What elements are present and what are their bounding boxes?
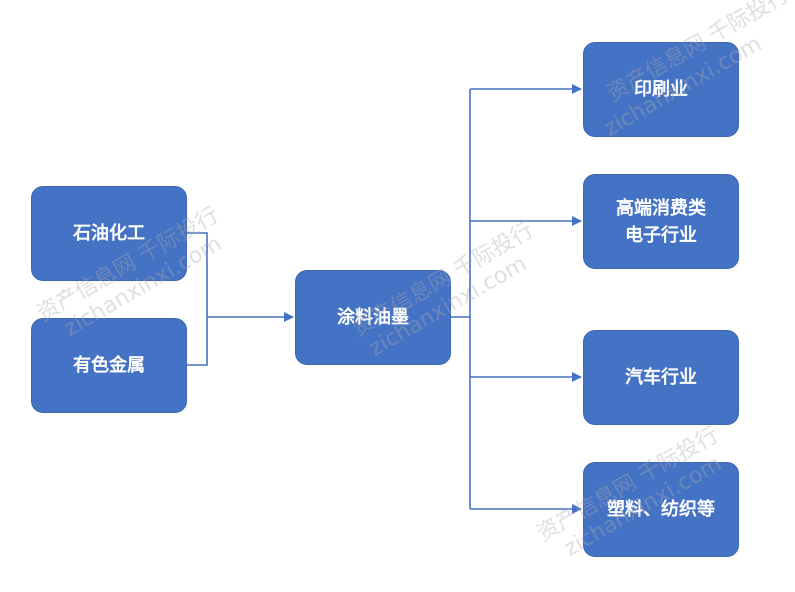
node-label: 有色金属 (73, 355, 145, 376)
node-nonferrous-metals: 有色金属 (31, 318, 187, 413)
connector-youse-to-merge (186, 317, 208, 366)
node-petrochemical: 石油化工 (31, 186, 187, 281)
node-plastics-textiles: 塑料、纺织等 (583, 462, 739, 557)
node-label: 塑料、纺织等 (607, 499, 715, 520)
node-label-line-1: 高端消费类 (616, 197, 706, 219)
node-automotive: 汽车行业 (583, 330, 739, 425)
node-label-line-2: 电子行业 (625, 224, 697, 246)
node-label: 涂料油墨 (337, 307, 409, 328)
node-printing: 印刷业 (583, 42, 739, 137)
node-consumer-electronics: 高端消费类 电子行业 (583, 174, 739, 269)
node-coatings-inks: 涂料油墨 (295, 270, 451, 365)
node-label: 石油化工 (73, 223, 145, 244)
node-label: 汽车行业 (625, 367, 697, 388)
node-label: 印刷业 (634, 79, 688, 100)
connector-shiyou-to-merge (186, 232, 208, 317)
